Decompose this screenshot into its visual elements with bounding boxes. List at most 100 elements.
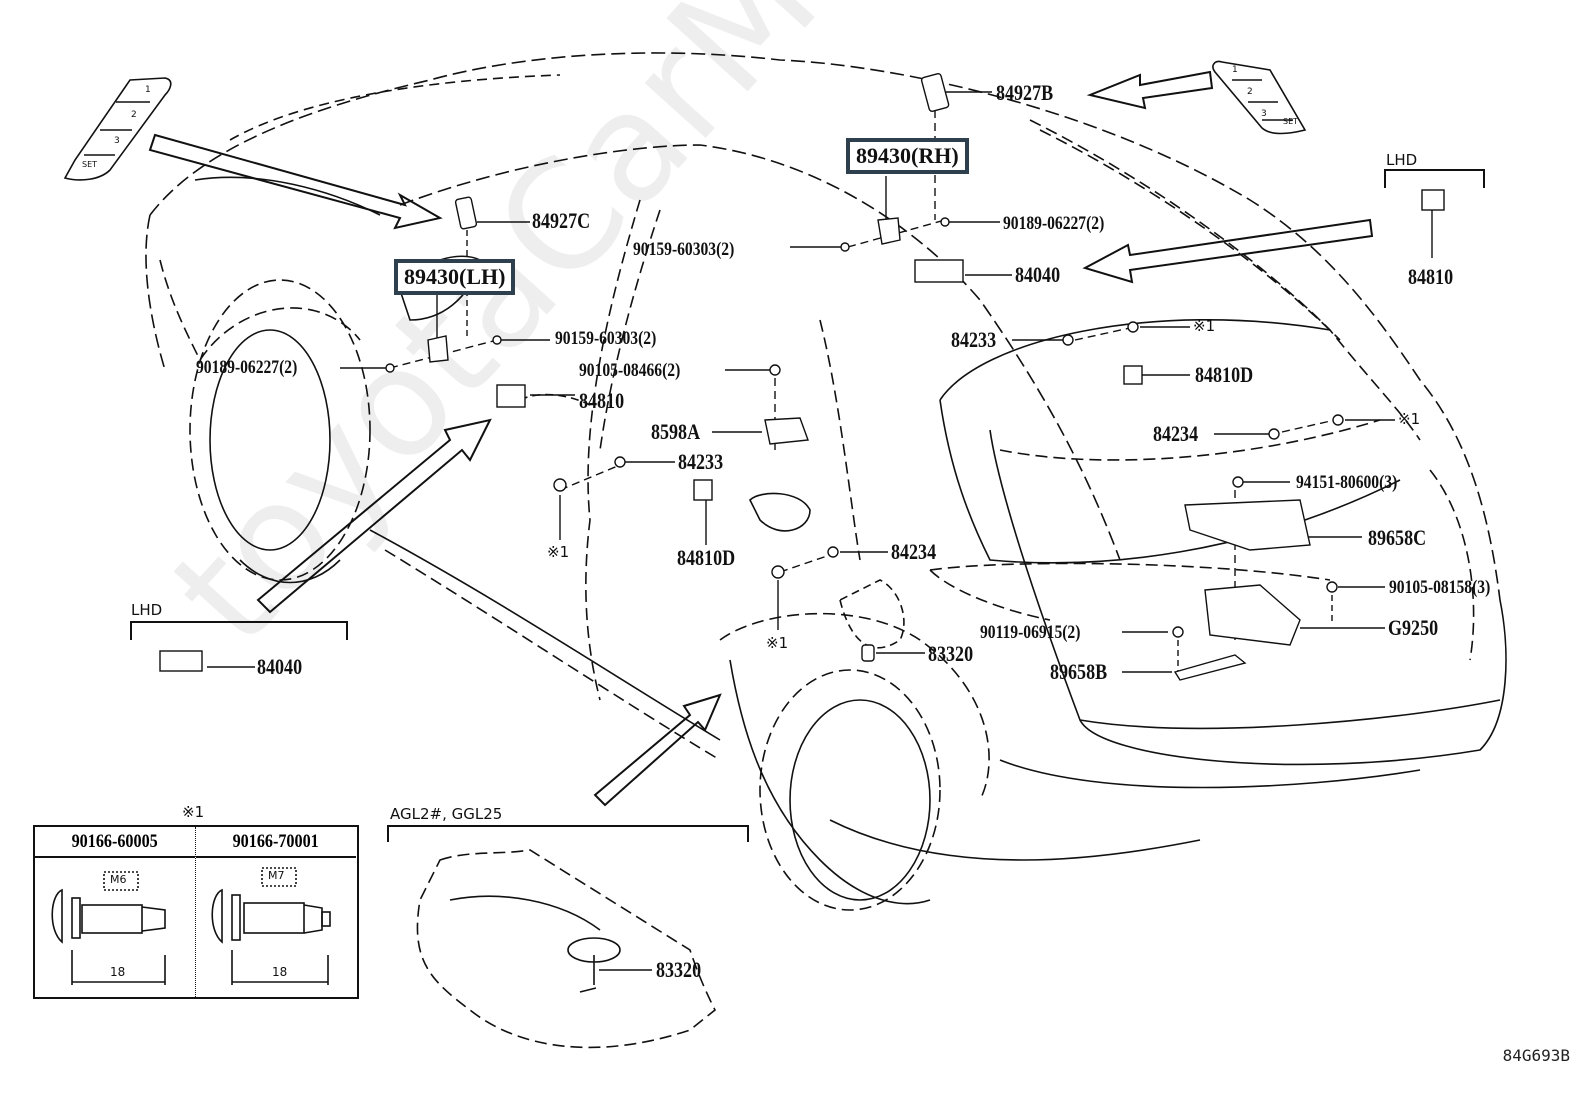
length-18-left: 18 <box>110 965 126 979</box>
part-90159-rh <box>840 242 850 252</box>
arrow-to-84040 <box>1082 218 1374 284</box>
callout-90159-rh: 90159-60303(2) <box>633 239 735 260</box>
star1-table-title: ※1 <box>182 803 205 821</box>
part-84233-left <box>614 456 626 468</box>
callout-G9250: G9250 <box>1388 615 1439 640</box>
arrow-to-84810 <box>256 418 492 614</box>
callout-89658C: 89658C <box>1368 525 1427 550</box>
part-84810-lhd <box>1421 189 1445 211</box>
callout-90105-08466: 90105-08466(2) <box>579 360 681 381</box>
part-84233-right <box>1062 334 1074 346</box>
part-89430LH <box>427 335 449 363</box>
note-inset-models: AGL2#, GGL25 <box>390 805 503 823</box>
seat-switch-panel-left <box>63 77 172 181</box>
part-84810D-left <box>693 479 713 501</box>
part-84234-right <box>1268 428 1280 440</box>
star1-fastener-table: 90166-60005 90166-70001 <box>33 825 359 999</box>
callout-8598A: 8598A <box>651 419 701 444</box>
table-col-header-1: 90166-60005 <box>35 827 195 858</box>
table-divider <box>195 827 196 997</box>
callout-84234-mid: 84234 <box>891 539 937 564</box>
note-star1-mid: ※1 <box>766 634 789 652</box>
seat-switch-panel-right <box>1212 60 1307 135</box>
part-glyphs <box>159 72 1445 681</box>
part-90105-08466-bolt <box>769 364 781 376</box>
note-lhd-right: LHD <box>1386 151 1418 169</box>
part-90119-bolt <box>1172 626 1184 638</box>
part-84927C <box>454 196 478 230</box>
part-84234-mid <box>827 546 839 558</box>
callout-84233-left: 84233 <box>678 449 724 474</box>
callout-84040-lhd: 84040 <box>257 654 303 679</box>
thread-size-m6: M6 <box>110 873 127 886</box>
arrow-to-84927B <box>1086 70 1214 110</box>
callout-90119-06915: 90119-06915(2) <box>980 622 1081 643</box>
callout-84810D-left: 84810D <box>677 545 736 570</box>
note-star1-right: ※1 <box>1398 410 1421 428</box>
length-18-right: 18 <box>272 965 288 979</box>
part-number-90166-70001: 90166-70001 <box>232 831 320 852</box>
switch-right-set: SET <box>1283 117 1299 126</box>
callout-84810-main: 84810 <box>579 388 625 413</box>
leader-lines <box>207 91 1433 971</box>
pointer-arrows <box>148 70 1374 807</box>
callout-84233-right: 84233 <box>951 327 997 352</box>
part-84040-lhd <box>159 650 203 672</box>
screw-drawings <box>51 867 331 985</box>
car-body-outline <box>145 52 1507 911</box>
switch-right-label-1: 1 <box>1232 65 1238 75</box>
part-84810-main <box>496 384 526 408</box>
switch-left-label-3: 3 <box>114 136 120 146</box>
part-84927B <box>920 72 950 113</box>
callout-90189-lh: 90189-06227(2) <box>196 357 298 378</box>
part-90189-lh <box>385 363 395 373</box>
diagram-reference-code: 84G693B <box>1502 1046 1570 1065</box>
note-star1-left: ※1 <box>547 543 570 561</box>
callout-83320-inset: 83320 <box>656 957 702 982</box>
callout-84810-lhd: 84810 <box>1408 264 1454 289</box>
part-90159-lh <box>492 335 502 345</box>
inset-fuel-tank <box>416 849 717 1049</box>
table-col-header-2: 90166-70001 <box>196 827 356 858</box>
part-clip-star1-top <box>1127 321 1139 333</box>
part-89658B <box>1173 654 1247 681</box>
callout-84234-right: 84234 <box>1153 421 1199 446</box>
callout-89430-rh-box: 89430(RH) <box>846 138 969 174</box>
thread-size-m7: M7 <box>268 869 285 882</box>
part-89658C <box>1184 499 1311 551</box>
switch-left-set: SET <box>82 160 98 169</box>
part-90189-rh <box>940 217 950 227</box>
arrow-to-83320 <box>593 693 722 807</box>
note-star1-top: ※1 <box>1193 317 1216 335</box>
part-G9250 <box>1204 584 1301 646</box>
part-90105-08158-bolt <box>1326 581 1338 593</box>
callout-94151-80600: 94151-80600(3) <box>1296 472 1398 493</box>
lhd-brackets <box>130 169 1485 842</box>
part-94151-nut <box>1232 476 1244 488</box>
callout-89430-rh: 89430(RH) <box>856 143 959 168</box>
part-clip-star1-mid <box>771 565 785 579</box>
callout-90189-rh: 90189-06227(2) <box>1003 213 1105 234</box>
switch-right-label-3: 3 <box>1261 109 1267 119</box>
part-89430RH <box>877 217 901 245</box>
switch-right-label-2: 2 <box>1247 87 1253 97</box>
note-lhd-left: LHD <box>131 601 163 619</box>
switch-left-label-2: 2 <box>131 110 137 120</box>
callout-90105-08158: 90105-08158(3) <box>1389 577 1491 598</box>
callout-84927B: 84927B <box>996 80 1054 105</box>
part-clip-star1-left <box>553 478 567 492</box>
callout-90159-lh: 90159-60303(2) <box>555 328 657 349</box>
part-clip-star1-right <box>1332 414 1344 426</box>
part-84040-main <box>914 259 964 283</box>
part-8598A <box>764 417 809 445</box>
callout-84040-main: 84040 <box>1015 262 1061 287</box>
part-number-90166-60005: 90166-60005 <box>71 831 159 852</box>
callout-89430-lh-box: 89430(LH) <box>394 259 516 295</box>
part-84810D-right <box>1123 365 1143 385</box>
callout-84927C: 84927C <box>532 208 591 233</box>
callout-84810D-right: 84810D <box>1195 362 1254 387</box>
part-83320-main <box>861 644 875 662</box>
callout-89430-lh: 89430(LH) <box>404 264 506 289</box>
callout-83320-main: 83320 <box>928 641 974 666</box>
